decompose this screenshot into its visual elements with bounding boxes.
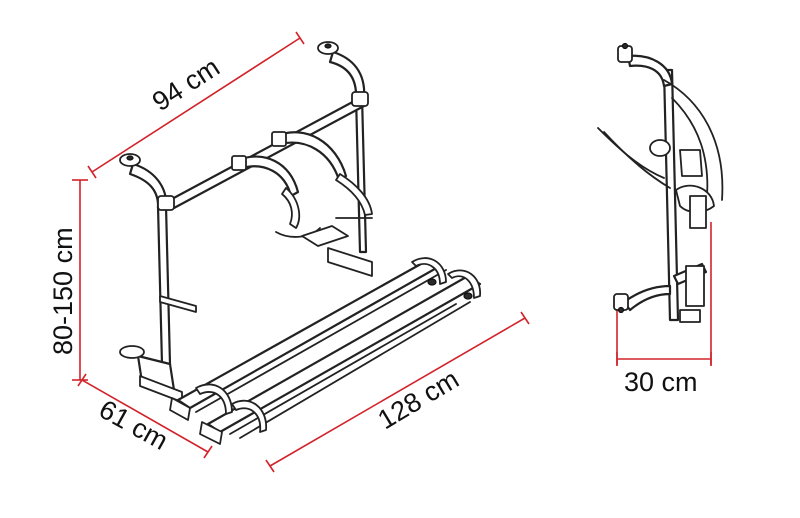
label-rail-length: 128 cm [373,364,464,435]
label-depth-base: 61 cm [94,394,173,456]
label-height: 80-150 cm [48,227,78,355]
label-width-top: 94 cm [147,52,225,117]
bike-rack-side-view [597,42,724,323]
label-side-depth: 30 cm [624,367,698,397]
bike-rack-perspective [119,41,482,445]
dimension-side-depth: 30 cm [616,222,712,397]
dimension-height: 80-150 cm [48,179,88,381]
